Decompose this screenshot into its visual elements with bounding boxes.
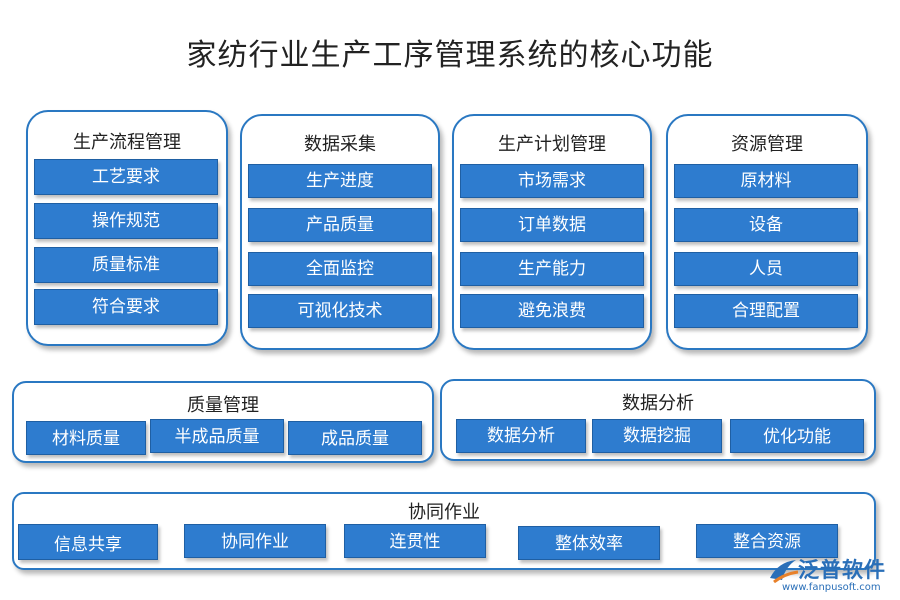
item-production-progress: 生产进度	[248, 164, 432, 198]
item-rational-allocation: 合理配置	[674, 294, 858, 328]
item-visualization: 可视化技术	[248, 294, 432, 328]
item-product-quality: 产品质量	[248, 208, 432, 242]
brand-logo-icon	[770, 560, 799, 584]
item-data-analysis: 数据分析	[456, 419, 586, 453]
brand-name: 泛普软件	[798, 558, 886, 582]
panel-resource-management: 资源管理 原材料 设备 人员 合理配置	[666, 114, 868, 350]
item-collaborative-work: 协同作业	[184, 524, 326, 558]
panel-title: 生产计划管理	[498, 134, 606, 155]
item-avoid-waste: 避免浪费	[460, 294, 644, 328]
item-continuity: 连贯性	[344, 524, 486, 558]
item-semi-finished-quality: 半成品质量	[150, 419, 284, 453]
item-equipment: 设备	[674, 208, 858, 242]
brand-logo: 泛普软件 www.fanpusoft.com	[760, 552, 896, 598]
panel-collaboration: 协同作业 信息共享 协同作业 连贯性 整体效率 整合资源	[12, 492, 876, 570]
item-overall-efficiency: 整体效率	[518, 526, 660, 560]
item-operation-spec: 操作规范	[34, 203, 218, 239]
panel-title: 数据采集	[304, 134, 376, 155]
panel-production-planning: 生产计划管理 市场需求 订单数据 生产能力 避免浪费	[452, 114, 652, 350]
item-market-demand: 市场需求	[460, 164, 644, 198]
item-resource-integration: 整合资源	[696, 524, 838, 558]
item-production-capacity: 生产能力	[460, 252, 644, 286]
panel-data-analysis: 数据分析 数据分析 数据挖掘 优化功能	[440, 379, 876, 461]
page-title: 家纺行业生产工序管理系统的核心功能	[186, 38, 714, 73]
item-raw-materials: 原材料	[674, 164, 858, 198]
panel-title: 数据分析	[622, 393, 694, 414]
item-compliance: 符合要求	[34, 289, 218, 325]
item-quality-standard: 质量标准	[34, 247, 218, 283]
item-full-monitoring: 全面监控	[248, 252, 432, 286]
panel-quality-management: 质量管理 材料质量 半成品质量 成品质量	[12, 381, 434, 463]
item-optimization: 优化功能	[730, 419, 864, 453]
panel-title: 资源管理	[731, 134, 803, 155]
panel-title: 协同作业	[408, 502, 480, 523]
panel-production-process: 生产流程管理 工艺要求 操作规范 质量标准 符合要求	[26, 110, 228, 346]
item-personnel: 人员	[674, 252, 858, 286]
item-data-mining: 数据挖掘	[592, 419, 722, 453]
item-info-sharing: 信息共享	[18, 524, 158, 560]
item-material-quality: 材料质量	[26, 421, 146, 455]
item-process-requirement: 工艺要求	[34, 159, 218, 195]
brand-url: www.fanpusoft.com	[782, 582, 881, 593]
panel-title: 生产流程管理	[73, 132, 181, 153]
item-finished-quality: 成品质量	[288, 421, 422, 455]
item-order-data: 订单数据	[460, 208, 644, 242]
panel-title: 质量管理	[187, 395, 259, 416]
panel-data-collection: 数据采集 生产进度 产品质量 全面监控 可视化技术	[240, 114, 440, 350]
